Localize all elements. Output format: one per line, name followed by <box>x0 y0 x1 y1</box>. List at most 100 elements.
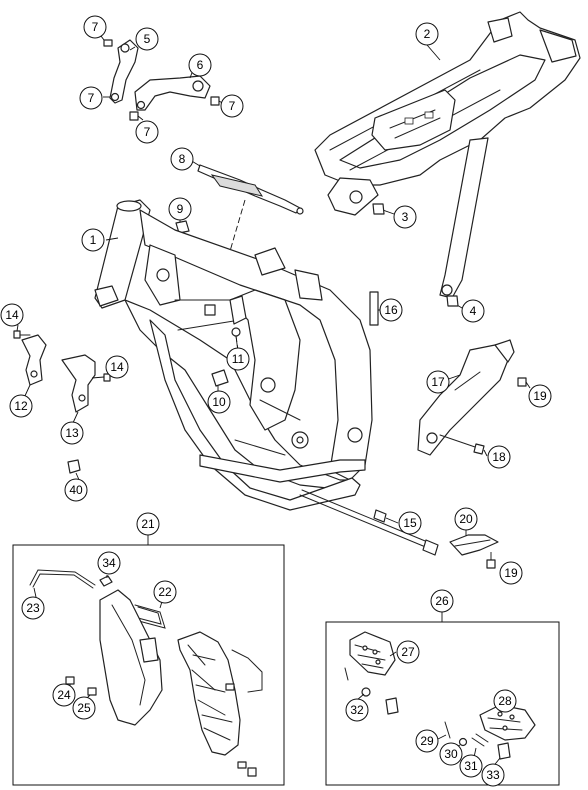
callout-7c: 7 <box>135 120 159 144</box>
clip-10-part <box>211 369 229 387</box>
callout-27: 27 <box>396 640 420 664</box>
callout-26: 26 <box>430 589 454 613</box>
svg-text:25: 25 <box>77 701 91 715</box>
brace-23-part <box>29 569 96 589</box>
frame-protector-left-part <box>99 589 163 726</box>
callout-22: 22 <box>153 580 177 604</box>
callout-34: 34 <box>97 551 121 575</box>
callout-9: 9 <box>168 197 192 221</box>
callout-20: 20 <box>454 507 478 531</box>
svg-text:7: 7 <box>92 20 99 34</box>
svg-text:1: 1 <box>90 233 97 247</box>
svg-text:32: 32 <box>350 703 364 717</box>
svg-text:29: 29 <box>420 734 434 748</box>
svg-text:23: 23 <box>26 601 40 615</box>
callout-14b: 14 <box>105 355 129 379</box>
svg-text:33: 33 <box>486 768 500 782</box>
svg-text:34: 34 <box>102 556 116 570</box>
svg-text:21: 21 <box>141 517 155 531</box>
brace-22-part <box>134 604 166 629</box>
svg-text:11: 11 <box>232 352 245 366</box>
callout-4: 4 <box>461 299 485 323</box>
callout-30: 30 <box>439 742 463 766</box>
callout-28: 28 <box>493 689 517 713</box>
guide-20-part <box>449 534 499 556</box>
callout-19a: 19 <box>528 384 552 408</box>
callout-11: 11 <box>226 347 250 371</box>
bracket-6-part <box>134 75 211 111</box>
callout-7d: 7 <box>220 94 244 118</box>
svg-text:28: 28 <box>498 694 512 708</box>
svg-text:14: 14 <box>5 308 19 322</box>
svg-text:13: 13 <box>65 426 79 440</box>
callout-1: 1 <box>81 228 105 252</box>
callout-16: 16 <box>379 298 403 322</box>
svg-text:40: 40 <box>69 483 83 497</box>
svg-text:4: 4 <box>470 304 477 318</box>
bracket-5-part <box>109 39 139 104</box>
chain-guide-17-part <box>417 339 515 456</box>
callout-14a: 14 <box>0 303 24 327</box>
bracket-12-part <box>21 334 47 386</box>
callout-31: 31 <box>459 754 483 778</box>
callout-15: 15 <box>398 511 422 535</box>
svg-text:7: 7 <box>144 125 151 139</box>
cable-strap-part <box>197 164 304 215</box>
callout-19b: 19 <box>499 561 523 585</box>
svg-text:19: 19 <box>533 389 547 403</box>
callout-32: 32 <box>345 698 369 722</box>
footrest-27-part <box>349 631 396 676</box>
callout-21: 21 <box>136 512 160 536</box>
svg-text:27: 27 <box>401 645 415 659</box>
svg-text:6: 6 <box>197 58 204 72</box>
svg-text:5: 5 <box>144 32 151 46</box>
svg-text:8: 8 <box>179 152 186 166</box>
callout-5: 5 <box>135 27 159 51</box>
bracket-16-part <box>369 291 380 326</box>
svg-text:22: 22 <box>158 585 172 599</box>
callout-7a: 7 <box>83 15 107 39</box>
callout-33: 33 <box>481 763 505 787</box>
clip-40-part <box>67 459 81 474</box>
main-frame-part <box>94 199 373 511</box>
bracket-13-part <box>61 354 96 413</box>
callout-12: 12 <box>9 394 33 418</box>
svg-text:15: 15 <box>403 516 417 530</box>
svg-text:16: 16 <box>384 303 398 317</box>
group-26-box <box>325 621 560 786</box>
svg-text:3: 3 <box>402 210 409 224</box>
svg-text:10: 10 <box>212 395 226 409</box>
svg-text:7: 7 <box>229 99 236 113</box>
svg-text:19: 19 <box>504 566 518 580</box>
svg-text:18: 18 <box>492 450 506 464</box>
callout-23: 23 <box>21 596 45 620</box>
callout-18: 18 <box>487 445 511 469</box>
callout-25: 25 <box>72 696 96 720</box>
svg-text:30: 30 <box>444 747 458 761</box>
subframe-part <box>314 11 581 299</box>
svg-text:31: 31 <box>464 759 478 773</box>
callout-40: 40 <box>64 478 88 502</box>
svg-text:24: 24 <box>57 688 71 702</box>
callout-29: 29 <box>415 729 439 753</box>
svg-text:12: 12 <box>14 399 28 413</box>
callout-3: 3 <box>393 205 417 229</box>
svg-text:17: 17 <box>431 375 445 389</box>
svg-text:7: 7 <box>88 91 95 105</box>
clip-11-part <box>229 295 247 337</box>
group-21-box <box>12 544 285 786</box>
callout-10: 10 <box>207 390 231 414</box>
svg-text:26: 26 <box>435 594 449 608</box>
svg-text:14: 14 <box>110 360 124 374</box>
svg-text:20: 20 <box>459 512 473 526</box>
callout-7b: 7 <box>79 86 103 110</box>
callout-8: 8 <box>170 147 194 171</box>
callout-2: 2 <box>415 22 439 46</box>
callout-17: 17 <box>426 370 450 394</box>
callout-6: 6 <box>188 53 212 77</box>
callout-24: 24 <box>52 683 76 707</box>
clip-9-part <box>175 220 190 234</box>
svg-text:9: 9 <box>177 202 184 216</box>
svg-text:2: 2 <box>424 27 431 41</box>
